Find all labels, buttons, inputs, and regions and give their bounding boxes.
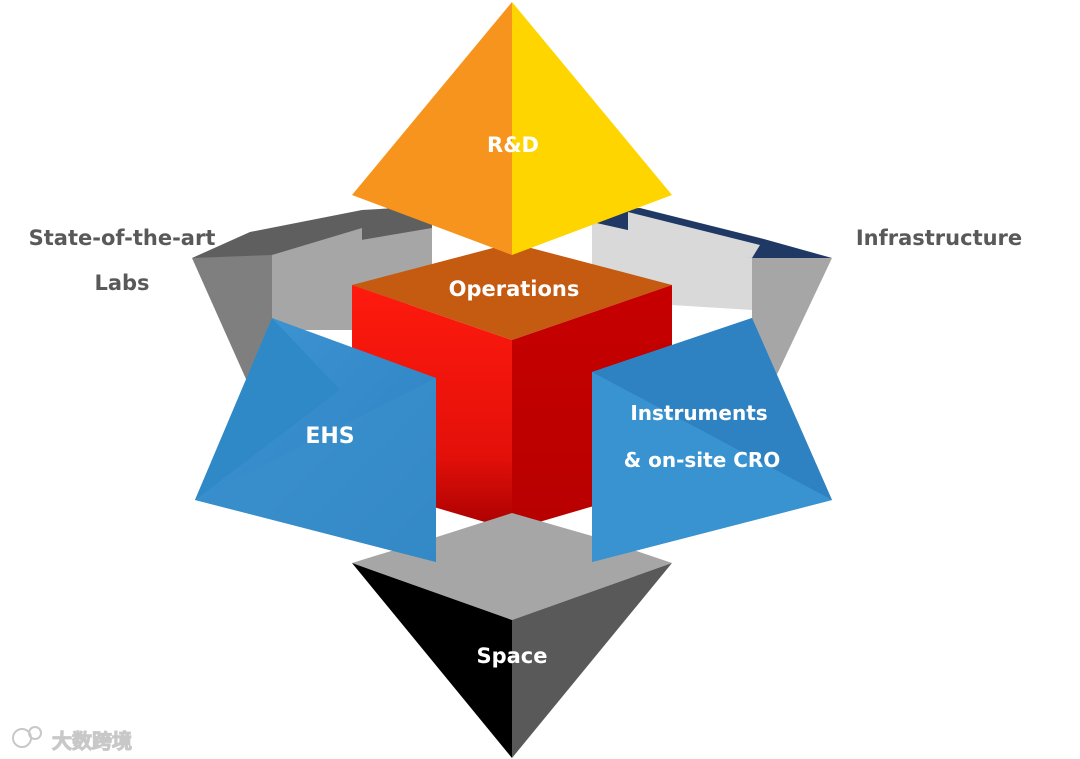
rd-pyramid-right-face [512, 2, 672, 255]
instruments-panel [592, 318, 832, 562]
instruments-label-line1: Instruments [630, 401, 767, 425]
state-of-the-art-label-line1: State-of-the-art [29, 226, 216, 250]
watermark-text: 大数跨境 [52, 729, 132, 753]
rd-label: R&D [487, 133, 539, 157]
ehs-panel-facet [195, 378, 436, 562]
rd-pyramid-left-face [352, 2, 512, 255]
ehs-panel-shade [195, 318, 340, 500]
ehs-panel [195, 318, 436, 562]
instruments-label-line2: & on-site CRO [624, 448, 781, 472]
space-pyramid-right-face [512, 563, 672, 758]
infrastructure-panel-outer-face [752, 258, 832, 385]
infrastructure-label: Infrastructure [856, 226, 1022, 250]
operations-label: Operations [449, 277, 580, 301]
space-pyramid-left-face [352, 563, 512, 758]
ehs-label: EHS [305, 424, 354, 449]
cube-top-face [352, 243, 672, 340]
labs-panel-inner-face-2 [272, 228, 362, 330]
watermark: 大数跨境 [12, 726, 133, 754]
labs-label-line2: Labs [94, 271, 149, 295]
infrastructure-panel-inner-top [628, 212, 760, 258]
infrastructure-panel [592, 208, 832, 385]
watermark-logo-icon [12, 726, 42, 748]
instruments-panel-facet [592, 372, 832, 562]
instruments-panel-shade [592, 318, 832, 500]
rd-pyramid [352, 2, 672, 255]
labs-panel-outer-face [192, 255, 272, 398]
space-label: Space [476, 644, 547, 668]
